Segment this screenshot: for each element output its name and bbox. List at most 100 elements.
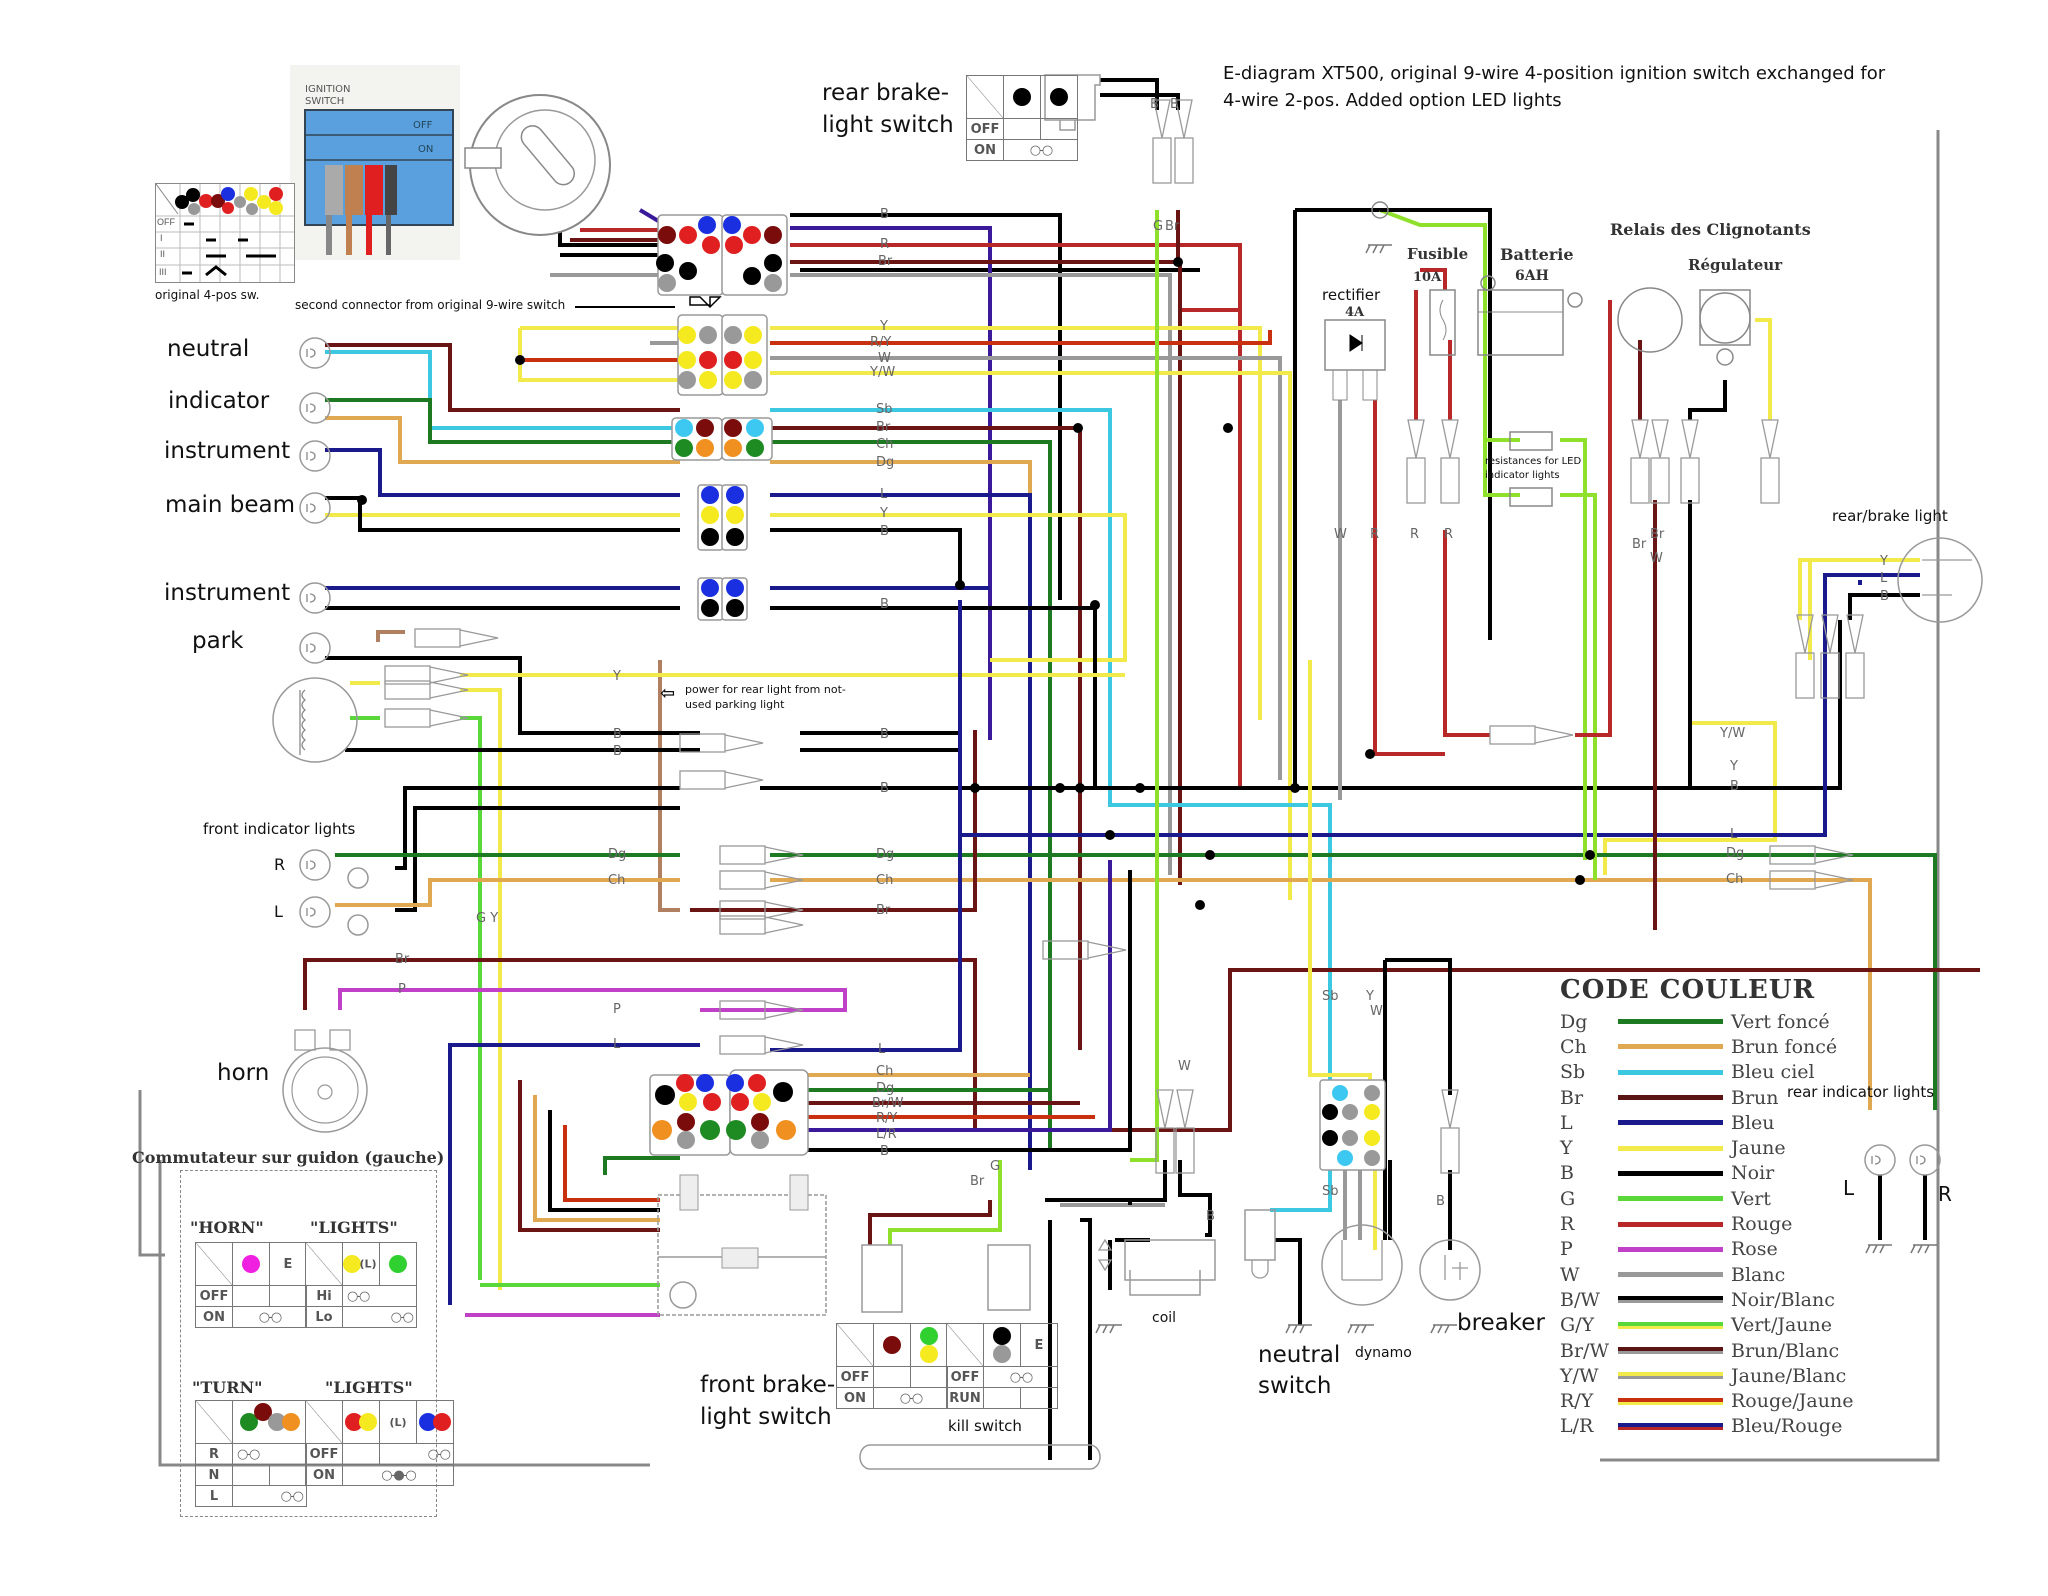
regulator (1699, 289, 1751, 366)
kill-e: E (1020, 1323, 1058, 1367)
legend-swatch (1618, 1246, 1723, 1252)
wire-fb (868, 1200, 992, 1245)
legend-code: P (1560, 1238, 1573, 1261)
lights1-row-hi: Hi (305, 1285, 343, 1307)
wire-blue-c4 (325, 448, 1032, 1170)
legend-name: Blanc (1731, 1263, 1786, 1286)
tag-fuse-r1: R (1410, 527, 1419, 542)
led-resistor-2 (1509, 487, 1553, 507)
label-fusible: Fusible (1407, 245, 1469, 263)
tag-w-c2: W (878, 351, 891, 366)
rear-brake-contact: ○-○ (1003, 139, 1078, 161)
front-brake-row-off: OFF (836, 1366, 874, 1388)
power-note: power for rear light from not- used park… (685, 682, 846, 712)
front-brake-pin-2 (910, 1323, 948, 1367)
tag-b2: B (613, 744, 622, 759)
tag-right-y: Y (1729, 759, 1738, 774)
label-dynamo: dynamo (1355, 1345, 1412, 1361)
rear-brake-row-on: ON (966, 139, 1004, 161)
wire-red-fuse (1414, 268, 1612, 737)
pin-blue (419, 1413, 437, 1431)
legend-swatch (1618, 1069, 1723, 1075)
legend-code: Br (1560, 1086, 1584, 1109)
tag-relay-w: W (1650, 551, 1663, 566)
tag-rear-l: L (1880, 571, 1888, 586)
tag-dyn-y: Y (1365, 989, 1374, 1004)
tag-brw-hb: Br/W (872, 1096, 904, 1111)
tag-br-top: Br (878, 254, 893, 269)
lights2-row-off: OFF (305, 1443, 343, 1465)
legend-code: W (1560, 1263, 1580, 1286)
ignition-on: ON (418, 144, 433, 155)
frame-border (138, 130, 1940, 1467)
legend-code: Sb (1560, 1061, 1586, 1084)
legend-swatch (1618, 1120, 1723, 1126)
kill-switch-table: E OFF○-○ RUN (946, 1323, 1058, 1409)
label-instrument-1: instrument (164, 438, 291, 464)
tag-coil-b: B (1206, 1209, 1215, 1224)
tag-brk-b1: B (1150, 97, 1159, 112)
pin-brown (883, 1336, 901, 1354)
legend-code: B (1560, 1162, 1574, 1185)
front-brake-contact: ○-○ (873, 1387, 948, 1409)
legend-code: Y/W (1560, 1364, 1599, 1387)
legend-name: Bleu/Rouge (1731, 1415, 1843, 1438)
label-front-brake-2: light switch (700, 1404, 832, 1430)
label-indicator: indicator (168, 388, 270, 414)
label-battery-rating: 6AH (1515, 268, 1549, 284)
label-rectifier-rating: 4A (1345, 305, 1365, 320)
wire-yellow-c4 (325, 513, 1127, 662)
legend-name: Rouge (1731, 1213, 1793, 1236)
connector-third (671, 417, 773, 461)
wire-black-brkswitch (1100, 78, 1180, 110)
lights1-title: "LIGHTS" (310, 1218, 398, 1237)
legend-name: Bleu (1731, 1111, 1775, 1134)
legend-code: L/R (1560, 1415, 1594, 1438)
tag-p-horn: P (398, 982, 406, 997)
headlight (272, 677, 358, 763)
front-brake-switch-table: OFF ON○-○ (836, 1323, 948, 1409)
label-breaker: breaker (1457, 1310, 1545, 1336)
legend-code: G/Y (1560, 1314, 1595, 1337)
tag-ry-hb: R/Y (876, 1111, 897, 1126)
legend-name: Rouge/Jaune (1731, 1390, 1854, 1413)
second-connector-label: second connector from original 9-wire sw… (295, 298, 566, 312)
pin-orange (281, 1413, 300, 1431)
resistances-line-1: resistances for LED (1485, 456, 1582, 467)
orig-row-3: III (159, 267, 167, 277)
wire-black-top (558, 213, 1200, 600)
ignition-lock (464, 94, 611, 236)
wire-black-main (800, 208, 1842, 790)
connector-fourth (697, 484, 748, 551)
legend-code: B/W (1560, 1288, 1600, 1311)
tag-fuse-r2: R (1444, 527, 1453, 542)
pin-brown (253, 1403, 272, 1421)
legend-name: Jaune/Blanc (1731, 1364, 1847, 1387)
tag-dyn-w: W (1370, 1004, 1383, 1019)
pin-red (433, 1413, 451, 1431)
tag-sb: Sb (876, 402, 893, 417)
label-front-brake-1: front brake- (700, 1372, 836, 1398)
label-rear-r: R (1938, 1182, 1952, 1206)
kill-pins (983, 1323, 1021, 1367)
tag-brk-br: Br (1165, 219, 1180, 234)
kill-switch-body (987, 1244, 1031, 1311)
tag-brk-b: B (1436, 1194, 1445, 1209)
wire-lr-top (638, 208, 992, 740)
tag-relay-br: Br (1632, 537, 1647, 552)
legend-swatch (1618, 1321, 1723, 1329)
label-rear-indicator: rear indicator lights (1787, 1083, 1935, 1101)
lights2-pins-1 (342, 1400, 380, 1444)
pin-yellow (343, 1255, 362, 1273)
ignition-switch-image (290, 65, 460, 260)
wire-ch-front (335, 878, 1872, 1110)
